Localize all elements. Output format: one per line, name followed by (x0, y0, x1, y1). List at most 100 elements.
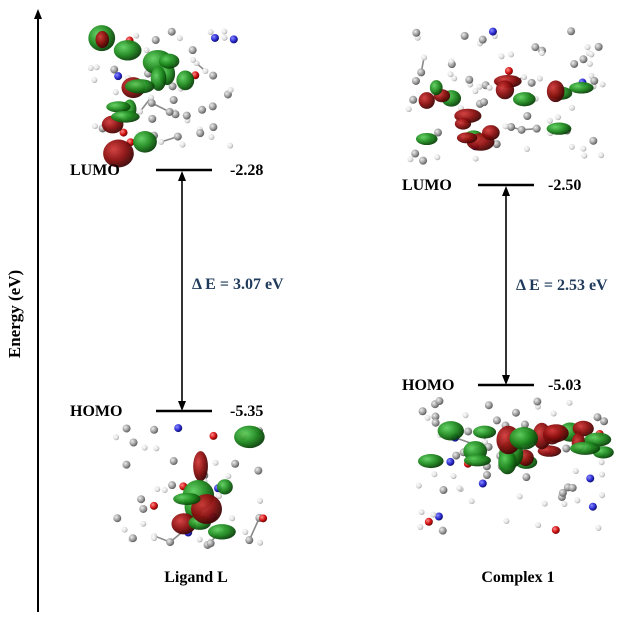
atom (561, 501, 568, 508)
atom (179, 141, 186, 148)
atom (523, 111, 532, 120)
atom (431, 471, 438, 478)
orbital-lobe (509, 426, 539, 450)
atom (535, 522, 542, 529)
atom (431, 418, 440, 427)
atom (161, 487, 168, 494)
atom (581, 152, 588, 159)
atom (113, 434, 120, 441)
orbital-lobe (207, 524, 236, 540)
ligand-name: Ligand L (164, 569, 228, 586)
ligand-homo-label: HOMO (70, 403, 122, 420)
atom (121, 526, 128, 533)
atom (137, 108, 144, 115)
atom (87, 65, 94, 72)
orbital-lobe (113, 40, 142, 61)
atom (507, 122, 516, 131)
atom (229, 515, 236, 522)
complex-lumo-label: LUMO (402, 177, 452, 194)
atom (533, 397, 542, 406)
orbital-lobe (429, 80, 443, 96)
atom (588, 51, 595, 58)
orbital-lobe (176, 70, 195, 91)
atom (166, 538, 175, 547)
atom (434, 512, 443, 521)
complex-gap-label: Δ E = 2.53 eV (516, 277, 608, 294)
atom (600, 417, 609, 426)
atom (589, 136, 598, 145)
atom (418, 509, 425, 516)
atom (439, 486, 448, 495)
atom (424, 414, 431, 421)
atom (418, 407, 427, 416)
atom (153, 445, 160, 452)
atom (433, 128, 442, 137)
atom (173, 132, 182, 141)
atom (568, 143, 575, 150)
orbital-lobe (158, 53, 180, 69)
atom (550, 410, 557, 417)
atom (586, 60, 593, 67)
atom (488, 27, 497, 36)
atom (447, 71, 454, 78)
atom (586, 474, 595, 483)
atom (482, 438, 489, 445)
atom (546, 117, 553, 124)
atom (225, 473, 232, 480)
atom (492, 140, 501, 149)
atom (257, 539, 264, 546)
atom (151, 535, 158, 542)
atom (182, 111, 191, 120)
atom (504, 67, 513, 76)
orbital-lobe (103, 139, 134, 168)
atom (435, 397, 444, 406)
ligand-gap-label: Δ E = 3.07 eV (192, 276, 284, 293)
atom (508, 51, 515, 58)
atom (405, 106, 412, 113)
atom (541, 500, 548, 507)
atom (462, 412, 469, 419)
atom (502, 123, 509, 130)
atom (151, 36, 160, 45)
atom (580, 145, 587, 152)
atom (476, 83, 483, 90)
atom (527, 78, 536, 87)
atom (221, 34, 228, 41)
atom (568, 104, 575, 111)
atom (574, 497, 581, 504)
atom (119, 128, 128, 137)
atom (147, 98, 156, 107)
orbital-lobe (95, 30, 110, 48)
energy-axis-label: Energy (eV) (5, 270, 24, 358)
atom (212, 459, 219, 466)
atom (122, 424, 131, 433)
atom (158, 138, 165, 145)
orbital-lobe (418, 92, 435, 109)
atom (523, 146, 530, 153)
atom (595, 524, 602, 531)
atom (430, 511, 437, 518)
atom (110, 65, 119, 74)
atom (480, 98, 489, 107)
orbital-lobe (150, 66, 167, 91)
atom (520, 420, 529, 429)
atom (522, 473, 531, 482)
atom (190, 56, 197, 63)
atom (568, 483, 577, 492)
atom (148, 114, 157, 123)
atom (129, 438, 138, 447)
atom (176, 35, 183, 42)
atom (231, 459, 240, 468)
atom (417, 68, 426, 77)
atom (91, 123, 98, 130)
ligand-lumo-label: LUMO (70, 162, 120, 179)
atom (517, 125, 526, 134)
orbital-lobe (415, 132, 438, 146)
atom (456, 485, 463, 492)
atom (551, 525, 560, 534)
atom (169, 457, 178, 466)
atom (114, 72, 123, 81)
atom (227, 86, 234, 93)
atom (417, 524, 424, 531)
atom (424, 517, 433, 526)
